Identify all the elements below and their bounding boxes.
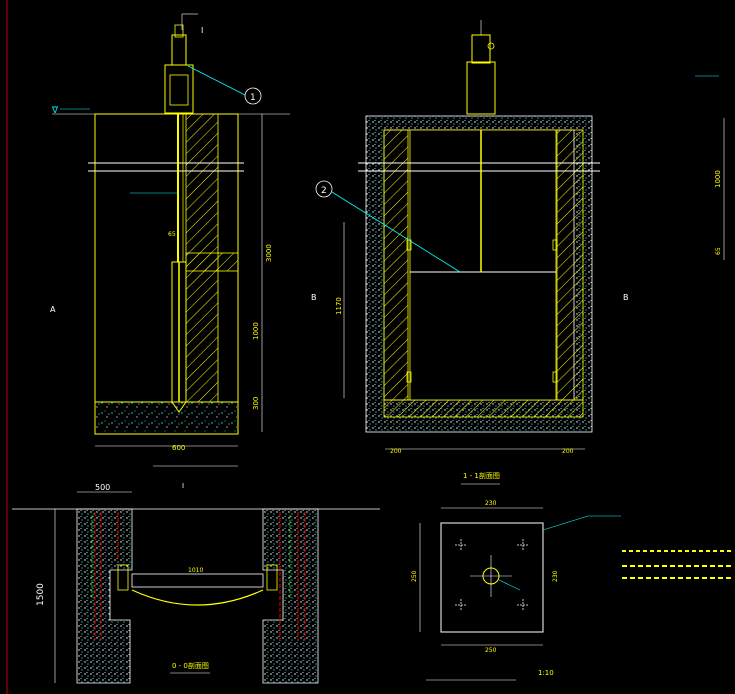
- dim-mid-height: 1170: [335, 297, 343, 315]
- plate-scale: 1:10: [538, 669, 554, 677]
- base-plate: [440, 522, 544, 633]
- dim-bottom-width: 500: [95, 483, 110, 492]
- gate-well-outline: [94, 113, 239, 435]
- section-0-0-title: 0 - 0剖面图: [172, 661, 209, 670]
- callout-leader-2: [331, 191, 461, 273]
- hoist-top: [171, 34, 187, 66]
- dim-left-gap: 65: [168, 231, 176, 238]
- gate-arc: [131, 589, 264, 606]
- red-rebar-left: [94, 512, 119, 640]
- dim-left-height: 3000: [265, 244, 273, 262]
- dim-right-upper: 1000: [714, 170, 722, 188]
- dim-plate-top: 230: [485, 500, 497, 507]
- plate-detail-view: 230 250 230 250 1:10: [411, 500, 621, 681]
- b-marker-right: B: [623, 293, 629, 302]
- dim-right-mark: 65: [715, 247, 722, 255]
- dim-plate-left: 250: [411, 570, 418, 582]
- dim-bottom-inner: 1010: [188, 567, 203, 574]
- callout-1: [244, 87, 262, 105]
- dim-left-mid: 1000: [252, 322, 260, 340]
- section-mark-top: I: [201, 26, 203, 35]
- b-marker-left: B: [311, 293, 317, 302]
- right-wall: [556, 129, 584, 401]
- right-partial-view: 1000 65: [695, 75, 725, 260]
- section-mark-lower: I: [182, 482, 184, 490]
- dim-plate-right: 230: [552, 570, 559, 582]
- callout-leader-1: [187, 65, 246, 96]
- section-1-1-title: 1 - 1剖面图: [463, 471, 500, 480]
- dim-bottom-height: 1500: [36, 583, 46, 606]
- hoist-body-mid: [466, 61, 496, 115]
- green-rebar: [91, 515, 291, 600]
- notes-block: [622, 550, 732, 579]
- callout-1-label: 1: [250, 93, 256, 103]
- dim-plate-bottom: 250: [485, 647, 497, 654]
- bottom-wall: [383, 399, 584, 418]
- plate-leader: [542, 515, 589, 531]
- right-pier: [262, 508, 319, 684]
- elevation-marker: ∇: [51, 106, 59, 116]
- left-wall: [383, 129, 409, 401]
- section-1-1-view: 2 1170 B B 200 200 1 - 1剖面图: [311, 20, 629, 485]
- dim-left-bottom: 300: [252, 397, 260, 410]
- dim-mid-right-width: 200: [562, 448, 574, 455]
- gate-frame-bottom: [131, 573, 264, 588]
- red-rebar-right: [279, 512, 306, 640]
- a-marker: A: [50, 305, 56, 314]
- hoist-body: [164, 64, 194, 114]
- base-slab: [96, 402, 237, 432]
- guide-band: [185, 252, 239, 272]
- callout-2-label: 2: [321, 186, 327, 196]
- shaft: [409, 129, 557, 401]
- left-pier: [76, 508, 133, 684]
- left-elevation-view: ∇ I 1 3000 1000 300 65 600 A: [50, 13, 290, 467]
- dim-left-width: 600: [172, 444, 185, 452]
- section-0-0-view: 500 1010 1500 I 0 - 0剖面图: [12, 482, 380, 684]
- dim-mid-left-width: 200: [390, 448, 402, 455]
- callout-2: [315, 180, 333, 198]
